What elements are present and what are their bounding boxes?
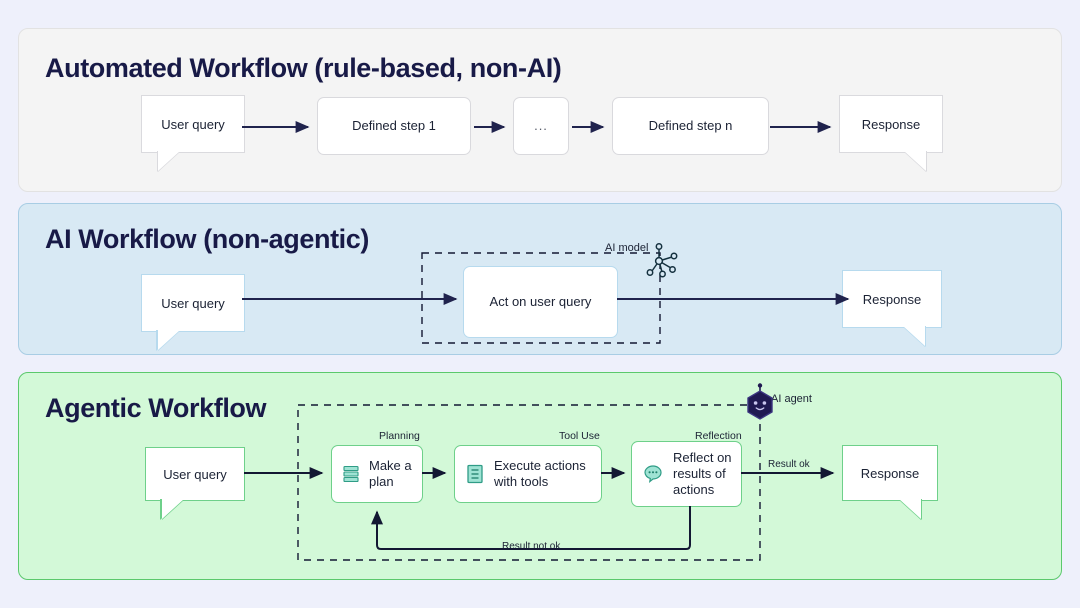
node-defined-step-1: Defined step 1 [317,97,471,155]
panel-agentic-workflow: Agentic Workflow User query Planning Too… [18,372,1062,580]
panel-title-ai: AI Workflow (non-agentic) [45,224,369,254]
panel-ai-workflow: AI Workflow (non-agentic) User query Act… [18,203,1062,355]
node-response-automated: Response [839,95,943,171]
node-label: User query [161,295,225,311]
node-label: Reflect on results of actions [673,450,732,497]
node-label: Response [861,116,921,132]
node-label: Defined step 1 [352,117,436,133]
node-label: Response [860,465,920,481]
layers-icon [342,464,360,484]
speech-bubble-dots-icon [642,463,664,485]
node-label: User query [163,466,227,482]
panel-title-automated: Automated Workflow (rule-based, non-AI) [45,53,562,83]
node-label: Defined step n [648,117,733,133]
node-response-agentic: Response [842,445,938,519]
node-reflect-on-results: Reflect on results of actions [631,441,742,507]
bubble-tail [903,326,925,346]
node-label: Act on user query [489,293,592,309]
edge-label-result-not-ok: Result not ok [497,541,566,552]
ai-model-label: AI model [605,242,649,254]
document-list-icon [465,463,485,485]
bubble-tail [904,151,926,171]
bubble-tail [158,330,180,350]
node-act-on-user-query: Act on user query [463,266,618,338]
stage-label-planning: Planning [379,430,420,442]
bubble-tail [158,151,180,171]
node-label: User query [161,116,225,132]
node-user-query-automated: User query [141,95,245,171]
node-defined-step-n: Defined step n [612,97,769,155]
node-response-ai: Response [842,270,942,346]
panel-title-agentic: Agentic Workflow [45,393,267,423]
node-ellipsis: ... [513,97,569,155]
node-label: Make a plan [369,458,412,489]
bubble-tail [162,499,184,519]
node-execute-actions-with-tools: Execute actions with tools [454,445,602,503]
node-make-a-plan: Make a plan [331,445,423,503]
bubble-tail [899,499,921,519]
node-user-query-ai: User query [141,274,245,350]
node-user-query-agentic: User query [145,447,245,519]
panel-automated-workflow: Automated Workflow (rule-based, non-AI) … [18,28,1062,192]
stage-label-tool-use: Tool Use [559,430,600,442]
node-label: Response [862,291,922,307]
node-label: Execute actions with tools [494,458,586,489]
node-label: ... [534,117,548,133]
ai-agent-label: AI agent [771,393,812,405]
edge-label-result-ok: Result ok [768,459,810,470]
